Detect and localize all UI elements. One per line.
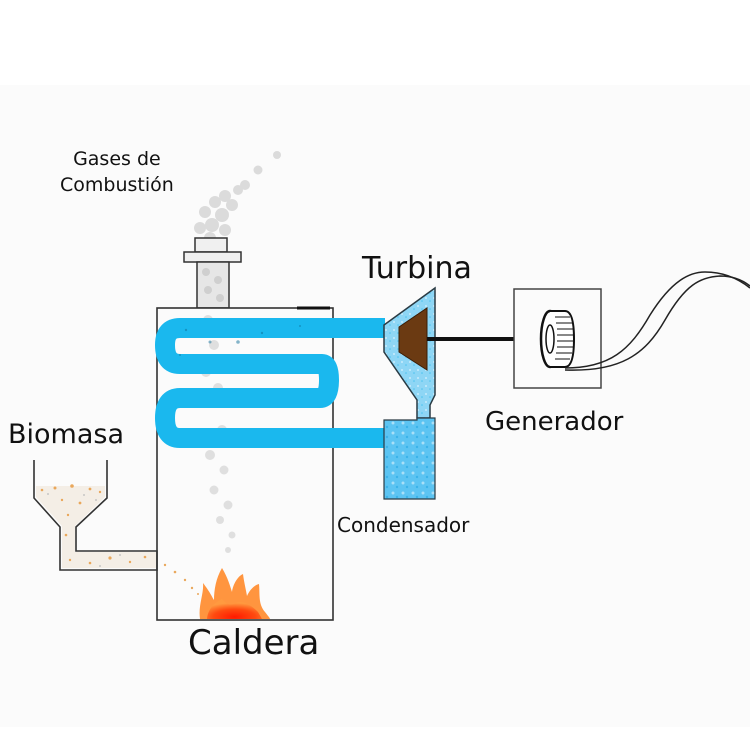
steam-coil [155, 318, 385, 448]
fire-icon [199, 568, 270, 619]
output-cables [564, 271, 750, 371]
label-gases-line1: Gases de [73, 148, 161, 170]
label-turbine: Turbina [362, 251, 472, 286]
smoke-icon [194, 151, 281, 244]
label-condenser: Condensador [337, 513, 470, 537]
biomass-hopper [33, 460, 199, 595]
label-generator: Generador [485, 407, 624, 437]
label-gases-line2: Combustión [60, 174, 174, 196]
condenser [383, 417, 436, 500]
chimney [183, 237, 242, 309]
label-biomass: Biomasa [8, 419, 125, 450]
generator [513, 288, 602, 389]
generator-wheel-icon [539, 309, 576, 369]
label-combustion-gases: Gases de Combustión [60, 146, 174, 198]
turbine [383, 286, 436, 419]
diagram-background [0, 85, 750, 727]
label-boiler: Caldera [188, 623, 320, 663]
